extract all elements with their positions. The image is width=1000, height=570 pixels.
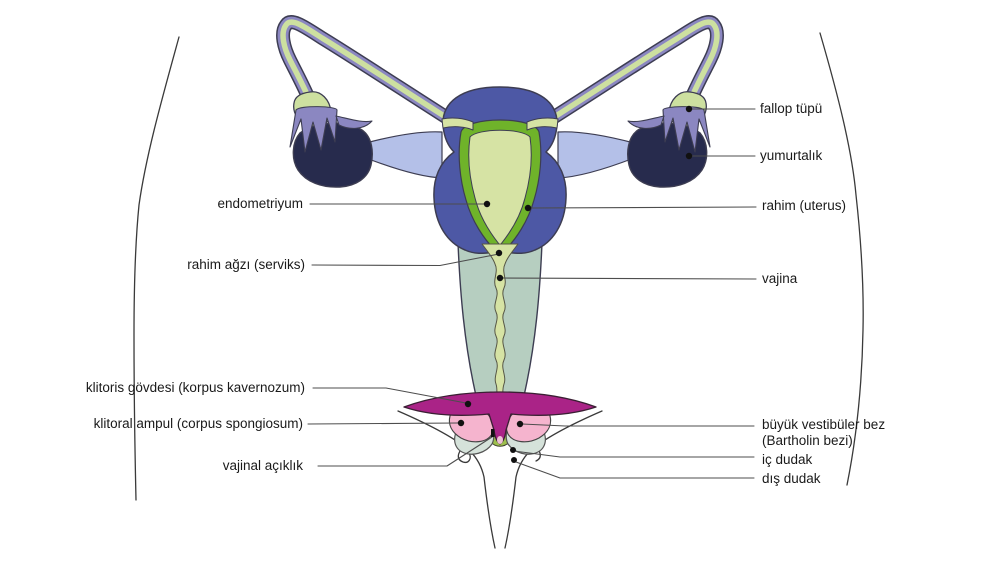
tube-entry-right [526, 117, 559, 131]
marker-dots [457, 105, 693, 463]
vulva [403, 391, 597, 455]
marker-ic-dudak [510, 447, 516, 453]
label-fallop-tupu: fallop tüpü [760, 101, 823, 116]
leader-buyuk-vestibuler [521, 423, 755, 427]
body-outline-right-hip [819, 32, 864, 486]
leader-ic-dudak [513, 450, 755, 458]
label-vajinal-aciklik: vajinal açıklık [222, 458, 303, 473]
marker-fallop-tupu [685, 105, 693, 113]
marker-rahim-uterus [524, 204, 532, 212]
label-endometriyum: endometriyum [217, 196, 303, 211]
label-klitoris-govdesi: klitoris gövdesi (korpus kavernozum) [85, 380, 305, 395]
leader-vajina [501, 277, 757, 280]
marker-klitoral-ampul [457, 419, 465, 427]
leader-vajinal-aciklik [317, 436, 493, 467]
marker-buyuk-vestibuler [516, 420, 524, 428]
label-rahim-agzi-serviks: rahim ağzı (serviks) [187, 257, 305, 272]
label-rahim-uterus: rahim (uterus) [762, 198, 847, 213]
ligament-right [557, 131, 638, 179]
label-yumurtalik: yumurtalık [760, 148, 823, 163]
leader-klitoris-govdesi [312, 387, 467, 404]
body-outline-left-groin [397, 410, 496, 549]
uterine-cavity [468, 129, 532, 245]
label-dis-dudak: dış dudak [762, 471, 821, 486]
leader-klitoral-ampul [307, 422, 459, 425]
marker-klitoris-govdesi [464, 400, 472, 408]
tube-entries [441, 117, 559, 131]
marker-vajina [496, 274, 504, 282]
label-vajina: vajina [762, 271, 798, 286]
fimbria-curl-right [627, 115, 665, 129]
body-outline-left-hip [133, 36, 180, 501]
fimbriae-right-icon [662, 106, 711, 153]
leader-dis-dudak [515, 461, 755, 479]
marker-endometriyum [483, 200, 491, 208]
marker-dis-dudak [511, 457, 517, 463]
leader-rahim-uterus [528, 206, 757, 209]
marker-yumurtalik [685, 152, 693, 160]
label-ic-dudak: iç dudak [762, 452, 813, 467]
ligament-left [362, 131, 443, 179]
leader-lines [307, 108, 757, 479]
body-outline-right-groin [504, 410, 603, 549]
clitoris-body [403, 391, 597, 445]
tube-entry-left [441, 117, 474, 131]
fimbriae-left-icon [289, 106, 338, 153]
label-klitoral-ampul: klitoral ampul (corpus spongiosum) [93, 416, 303, 431]
broad-ligaments [362, 131, 638, 179]
marker-vajinal-aciklik [491, 429, 495, 437]
fimbria-curl-left [335, 115, 373, 129]
leader-rahim-agzi [311, 253, 500, 267]
label-buyuk-vestibuler-line1: büyük vestibüler bez [762, 417, 886, 432]
label-buyuk-vestibuler-bez: büyük vestibüler bez (Bartholin bezi) [762, 417, 885, 448]
label-buyuk-vestibuler-line2: (Bartholin bezi) [762, 432, 853, 448]
marker-rahim-agzi [495, 249, 503, 257]
fallopian-tube-left [276, 15, 459, 153]
clitoral-tip [497, 436, 503, 444]
